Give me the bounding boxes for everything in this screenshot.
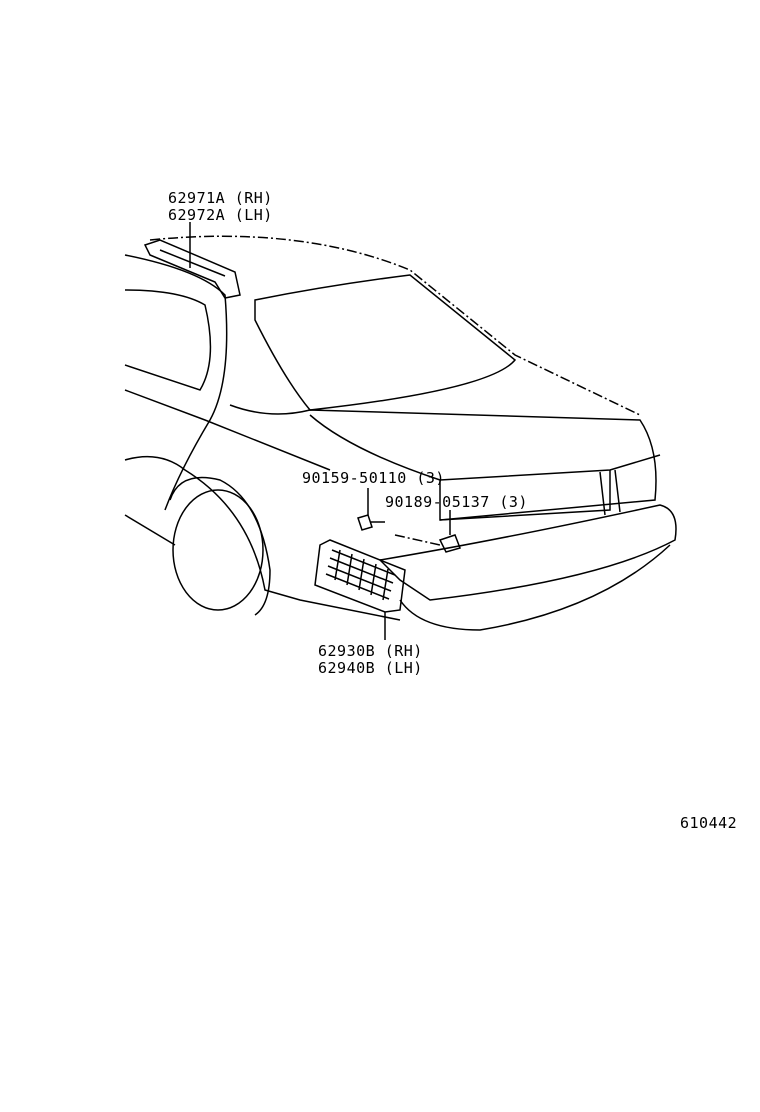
- part-number-lh: 62940B (LH): [318, 659, 423, 677]
- part-number-rh: 62930B (RH): [318, 642, 423, 660]
- roof-molding-part: [143, 239, 241, 299]
- beltline: [124, 389, 331, 471]
- diagram-code: 610442: [680, 814, 738, 832]
- assembly-line: [394, 534, 441, 546]
- part-label-clip: 90189-05137 (3): [385, 493, 528, 511]
- rear-bumper: [378, 504, 677, 601]
- bumper-lower: [399, 544, 671, 631]
- roof-outline: [149, 235, 641, 416]
- part-number-rh: 62971A (RH): [168, 189, 273, 207]
- part-number-lh: 62972A (LH): [168, 206, 273, 224]
- trunk-lid: [229, 404, 657, 521]
- quarter-vent-part: [314, 539, 406, 613]
- part-label-quarter-vent: 62930B (RH) 62940B (LH): [318, 643, 423, 677]
- tail-lamp: [439, 469, 621, 521]
- vent-grille-lines: [325, 549, 396, 601]
- tire: [169, 476, 271, 616]
- part-label-screw: 90159-50110 (3): [302, 469, 445, 487]
- rear-window: [254, 274, 517, 411]
- body-lower: [124, 514, 176, 546]
- side-window: [124, 289, 212, 391]
- c-pillar: [124, 254, 228, 511]
- screw-part: [357, 514, 385, 531]
- part-label-roof-molding: 62971A (RH) 62972A (LH): [168, 190, 273, 224]
- clip-part: [438, 534, 461, 553]
- rear-wheel: [172, 489, 264, 611]
- trunk-edge: [309, 414, 661, 481]
